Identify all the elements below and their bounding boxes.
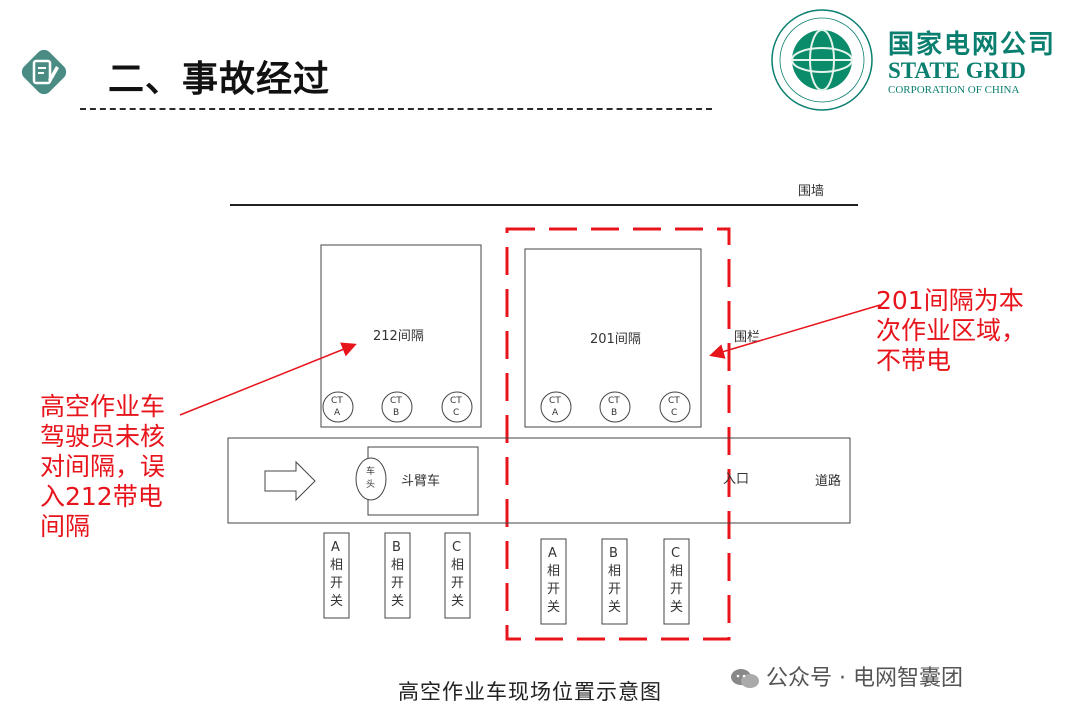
- truck-label: 斗臂车: [401, 473, 440, 489]
- svg-text:C: C: [671, 546, 680, 561]
- svg-text:C: C: [452, 540, 461, 555]
- svg-text:CT: CT: [450, 396, 462, 406]
- svg-text:CT: CT: [549, 396, 561, 406]
- switch-box: C 相 开 关: [444, 532, 471, 619]
- truck-head: [355, 457, 387, 501]
- svg-text:A: A: [334, 408, 341, 418]
- switch-box: B 相 开 关: [601, 538, 628, 625]
- switch-box: B 相 开 关: [384, 532, 411, 619]
- site-layout-diagram: 围墙 212间隔 201间隔 围栏 CT A CT B CT C CT A CT…: [218, 165, 883, 655]
- left-callout-text: 高空作业车 驾驶员未核 对间隔，误 入212带电 间隔: [40, 392, 166, 541]
- logo-chinese-name: 国家电网公司: [888, 30, 1057, 60]
- svg-text:关: 关: [670, 600, 683, 615]
- bay-201-label: 201间隔: [590, 332, 641, 347]
- svg-text:CT: CT: [608, 396, 620, 406]
- ct-circle: CT A: [540, 391, 572, 423]
- svg-text:关: 关: [451, 594, 464, 609]
- wechat-icon: [731, 669, 759, 688]
- svg-text:关: 关: [547, 600, 560, 615]
- svg-text:开: 开: [547, 582, 560, 597]
- svg-text:CT: CT: [331, 396, 343, 406]
- ct-circle: CT A: [322, 391, 354, 423]
- svg-text:关: 关: [608, 600, 621, 615]
- svg-text:相: 相: [547, 564, 560, 579]
- svg-text:头: 头: [366, 479, 375, 490]
- svg-text:C: C: [453, 408, 459, 418]
- direction-arrow-icon: [264, 460, 316, 502]
- svg-text:B: B: [609, 546, 618, 561]
- logo-english-subtitle: CORPORATION OF CHINA: [888, 84, 1020, 96]
- svg-text:开: 开: [391, 576, 404, 591]
- svg-text:A: A: [552, 408, 559, 418]
- svg-text:C: C: [671, 408, 677, 418]
- svg-text:CT: CT: [668, 396, 680, 406]
- bay-212-label: 212间隔: [373, 329, 424, 344]
- svg-text:相: 相: [330, 558, 343, 573]
- svg-text:开: 开: [451, 576, 464, 591]
- svg-text:B: B: [393, 408, 399, 418]
- switch-box: C 相 开 关: [663, 538, 690, 625]
- ct-circle: CT C: [659, 391, 691, 423]
- work-area-boundary: [505, 227, 731, 641]
- svg-text:A: A: [331, 540, 340, 555]
- svg-text:开: 开: [608, 582, 621, 597]
- svg-text:CT: CT: [390, 396, 402, 406]
- logo-english-name: STATE GRID: [888, 58, 1026, 83]
- svg-text:关: 关: [391, 594, 404, 609]
- svg-text:相: 相: [608, 564, 621, 579]
- svg-text:B: B: [392, 540, 401, 555]
- switch-box: A 相 开 关: [540, 538, 567, 625]
- page-title: 二、事故经过: [108, 59, 331, 100]
- title-divider: [80, 108, 712, 110]
- watermark: 公众号 · 电网智囊团: [730, 660, 963, 692]
- road-box: [227, 437, 851, 524]
- switch-box: A 相 开 关: [323, 532, 350, 619]
- edit-note-icon: [21, 49, 67, 95]
- bay-201-box: [524, 248, 702, 428]
- ct-circle: CT B: [381, 391, 413, 423]
- svg-text:B: B: [611, 408, 617, 418]
- entrance-label: 入口: [723, 472, 749, 487]
- state-grid-logo: [771, 9, 873, 111]
- svg-text:开: 开: [330, 576, 343, 591]
- svg-text:开: 开: [670, 582, 683, 597]
- svg-text:车: 车: [366, 465, 375, 477]
- svg-text:相: 相: [391, 558, 404, 573]
- fence-label: 围栏: [734, 330, 760, 345]
- svg-text:关: 关: [330, 594, 343, 609]
- wall-label: 围墙: [798, 184, 824, 199]
- bay-212-box: [320, 244, 482, 428]
- svg-text:A: A: [548, 546, 557, 561]
- svg-text:相: 相: [670, 564, 683, 579]
- ct-circle: CT C: [441, 391, 473, 423]
- diagram-caption: 高空作业车现场位置示意图: [398, 680, 662, 704]
- svg-text:相: 相: [451, 558, 464, 573]
- road-label: 道路: [815, 473, 841, 489]
- ct-circle: CT B: [599, 391, 631, 423]
- right-callout-text: 201间隔为本 次作业区域， 不带电: [876, 286, 1027, 375]
